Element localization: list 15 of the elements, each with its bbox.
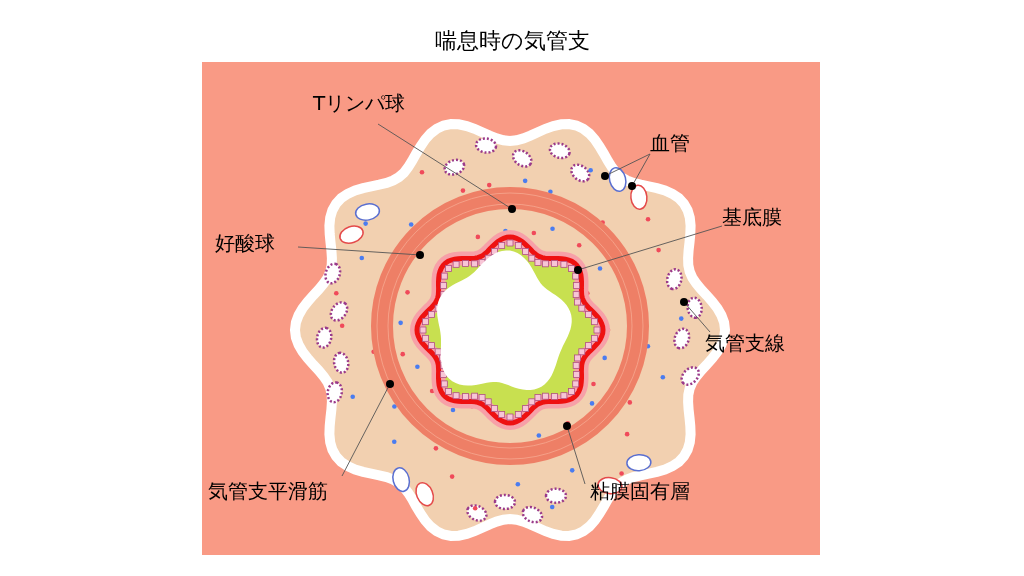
part-label: 気管支線 [705,330,785,356]
part-label: 基底膜 [722,204,782,230]
leader-line [633,153,651,183]
leader-line [297,246,417,256]
leader-line [581,225,723,270]
part-label: 血管 [650,130,690,156]
part-label: 気管支平滑筋 [208,478,328,504]
leader-line [567,429,586,485]
leader-line [608,153,651,175]
part-label: 好酸球 [215,230,275,256]
part-label: Tリンパ球 [313,90,406,116]
diagram-title: 喘息時の気管支 [433,27,591,55]
leader-line [377,123,510,208]
part-label: 粘膜固有層 [590,478,690,504]
leader-line [686,304,711,333]
